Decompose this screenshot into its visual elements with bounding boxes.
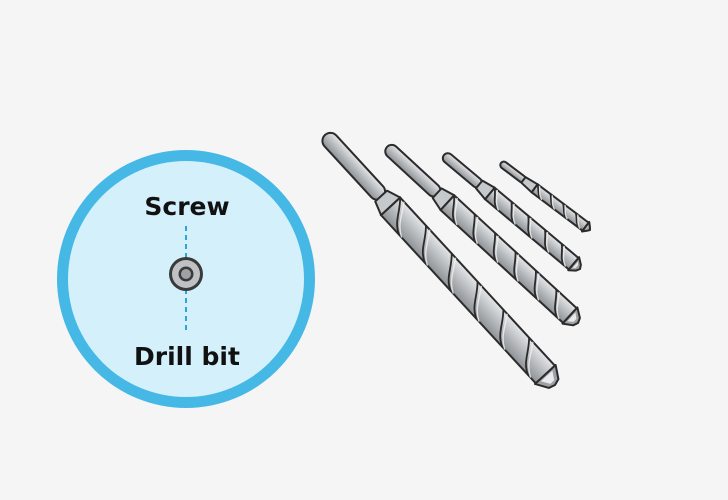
- cross-section-circle: [57, 150, 315, 408]
- drill-bit-label: Drill bit: [134, 342, 240, 371]
- drill-bits-group: [321, 131, 591, 389]
- drill-bit-icon: [499, 160, 591, 233]
- screw-label: Screw: [144, 192, 230, 221]
- drill-bit-icon: [321, 131, 560, 389]
- screw-head-icon: [169, 257, 203, 291]
- drill-bit-icon: [384, 143, 581, 327]
- drill-bit-icon: [441, 152, 582, 272]
